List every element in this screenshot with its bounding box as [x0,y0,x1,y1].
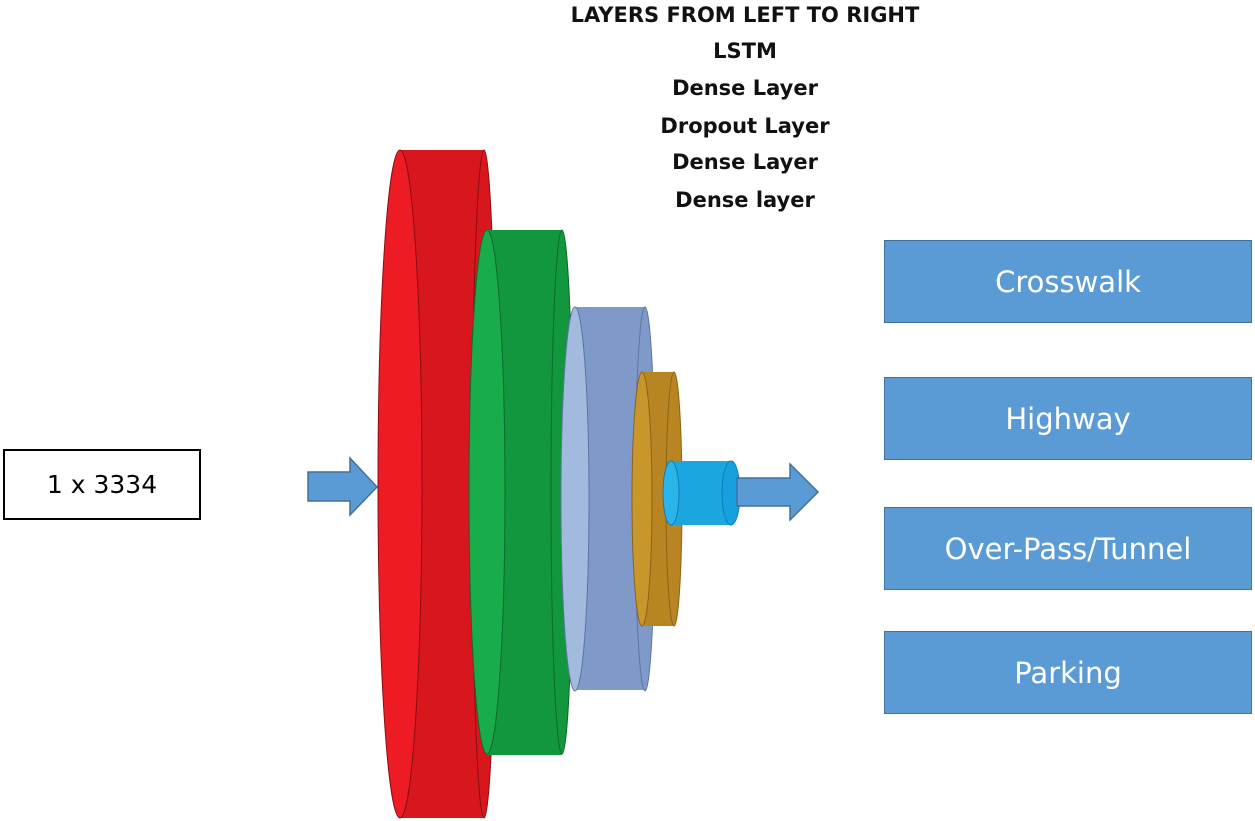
input-box: 1 x 3334 [3,449,201,520]
class-box-parking: Parking [884,631,1252,714]
legend-title: LAYERS FROM LEFT TO RIGHT [570,3,920,27]
layer-dense-3-disc [662,460,741,526]
legend-layer-lstm: LSTM [713,39,777,63]
layer-dense-1-disc [468,229,574,755]
class-box-highway: Highway [884,377,1252,460]
class-box-overpass-tunnel: Over-Pass/Tunnel [884,507,1252,590]
layer-dense-2-disc [631,371,683,627]
legend-layer-dense-3: Dense layer [675,188,815,212]
input-arrow [307,456,379,517]
legend-layer-dense-2: Dense Layer [672,150,818,174]
legend-layer-dense-1: Dense Layer [672,76,818,100]
legend-layer-dropout: Dropout Layer [660,114,830,138]
class-box-crosswalk: Crosswalk [884,240,1252,323]
output-arrow [736,462,820,522]
